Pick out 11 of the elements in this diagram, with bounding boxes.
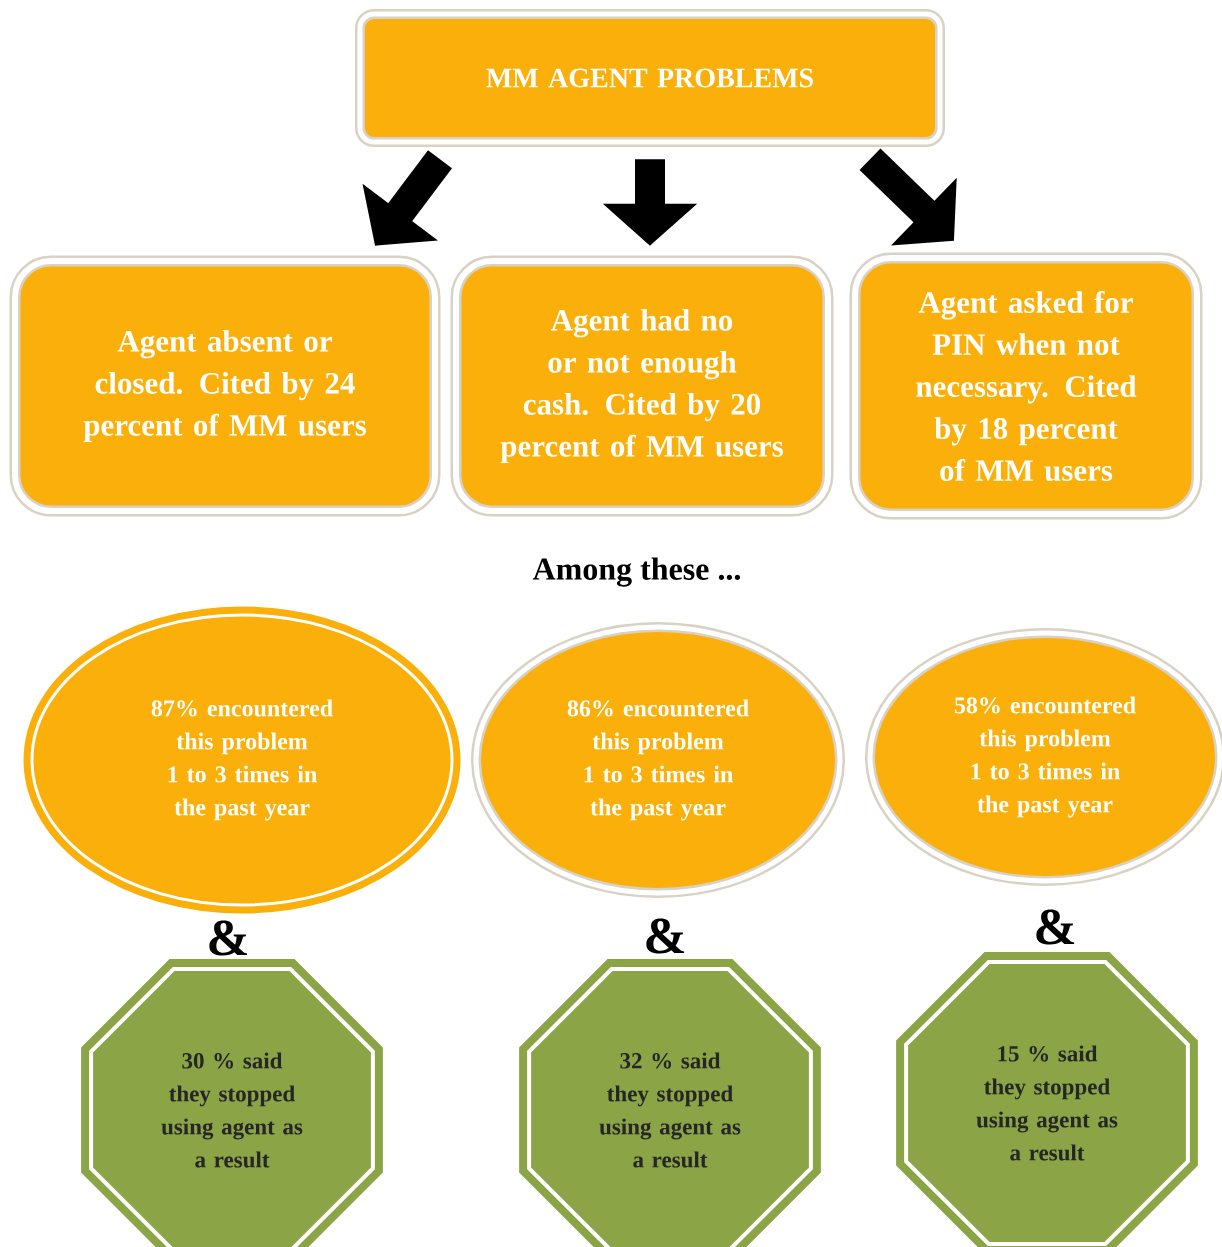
problem-box: Agent absent or closed. Cited by 24 percent of MM users <box>9 255 441 517</box>
ampersand: & <box>1036 909 1075 945</box>
result-octagon: 15 % said they stopped using agent as a result <box>896 952 1198 1247</box>
result-octagon: 30 % said they stopped using agent as a result <box>81 959 383 1247</box>
problem-box: Agent asked for PIN when not necessary. Cited by 18 percent of MM users <box>849 252 1203 520</box>
problem-box: Agent had no or not enough cash. Cited by 20 percent of MM users <box>450 255 834 517</box>
heading-text: Among these ... <box>532 557 740 587</box>
ampersand: & <box>209 920 248 956</box>
title-box: MM AGENT PROBLEMS <box>355 9 945 147</box>
ampersand: & <box>646 918 685 954</box>
result-octagon: 32 % said they stopped using agent as a result <box>519 959 821 1247</box>
